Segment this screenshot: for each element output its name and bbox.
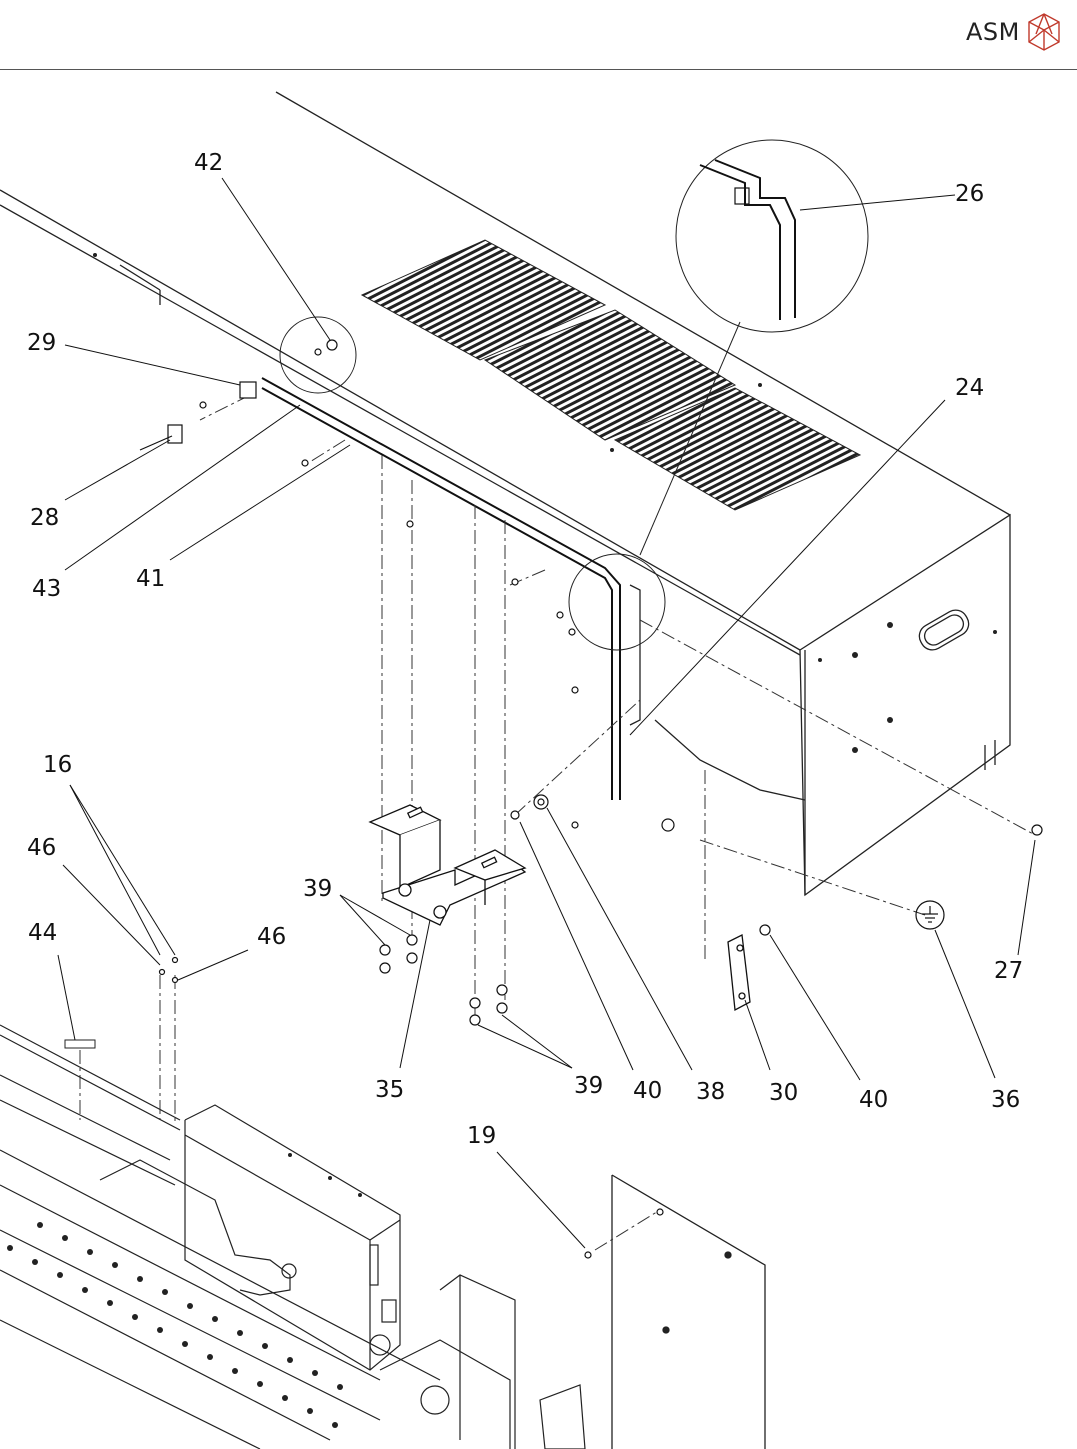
callout-39-right: 39 (574, 1073, 603, 1099)
assembly-lines (80, 395, 1035, 1250)
ground-symbol-icon (916, 901, 944, 929)
callout-39-left: 39 (303, 876, 332, 902)
callout-26: 26 (955, 181, 984, 207)
callout-40-left: 40 (633, 1078, 662, 1104)
callout-30: 30 (769, 1080, 798, 1106)
callout-28: 28 (30, 505, 59, 531)
detail-zoom-strip (700, 160, 795, 320)
callout-16: 16 (43, 752, 72, 778)
callout-27: 27 (994, 958, 1023, 984)
mounting-bracket (370, 805, 525, 925)
callout-29: 29 (27, 330, 56, 356)
ground-strip (262, 378, 620, 800)
callout-44: 44 (28, 920, 57, 946)
callout-43: 43 (32, 576, 61, 602)
callout-41: 41 (136, 566, 165, 592)
callout-36: 36 (991, 1087, 1020, 1113)
callout-35: 35 (375, 1077, 404, 1103)
ventilation-grille (362, 240, 860, 510)
callout-46-right: 46 (257, 924, 286, 950)
callout-46-left: 46 (27, 835, 56, 861)
ground-plate (728, 935, 750, 1010)
machine-frame (0, 1025, 585, 1449)
side-panel (612, 1175, 765, 1449)
callout-24: 24 (955, 375, 984, 401)
fasteners (140, 340, 1042, 1258)
callout-42: 42 (194, 150, 223, 176)
callout-38: 38 (696, 1079, 725, 1105)
callout-40-right: 40 (859, 1087, 888, 1113)
callout-19: 19 (467, 1123, 496, 1149)
